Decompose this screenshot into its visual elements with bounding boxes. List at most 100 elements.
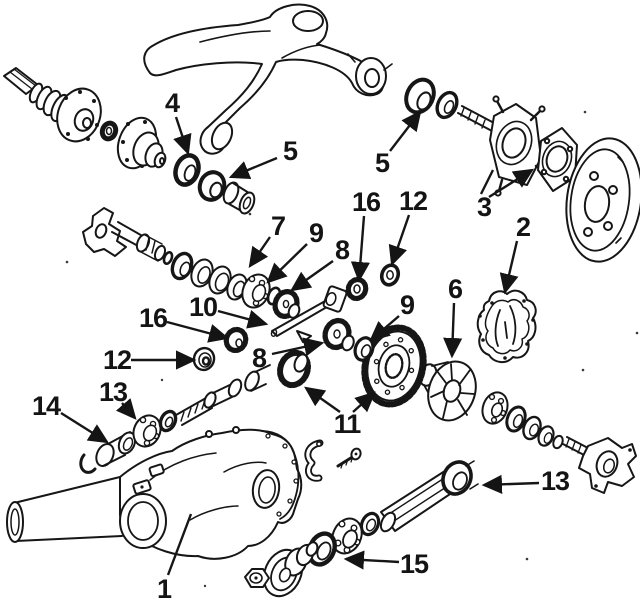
- callout-leader-line: [166, 513, 193, 576]
- callout-16: 16: [350, 187, 382, 283]
- lock-strap-and-bolt: [304, 439, 362, 482]
- callout-12: 12: [388, 186, 428, 267]
- axle-bearing-13: [441, 460, 479, 496]
- callout-number-3: 3: [477, 192, 492, 222]
- callout-number-8: 8: [252, 343, 267, 373]
- callout-number-13: 13: [541, 466, 570, 496]
- trailing-arm: [143, 3, 393, 155]
- side-gear-lower: [322, 317, 355, 352]
- callout-leader-line: [350, 215, 370, 283]
- wheel-bearing: [331, 517, 363, 555]
- arm-socket-opening: [210, 121, 234, 151]
- callout-number-7: 7: [271, 211, 285, 241]
- callout-leader-line: [304, 386, 341, 413]
- callout-leader-line: [352, 391, 376, 413]
- callout-leader-line: [271, 337, 325, 357]
- boot-retainer: [262, 541, 319, 598]
- pinion-gear-head: [277, 349, 311, 389]
- callout-5: 5: [228, 136, 299, 180]
- axle-nut: [244, 568, 270, 588]
- callout-13: 13: [99, 377, 137, 420]
- callout-number-15: 15: [400, 549, 429, 579]
- callout-number-4: 4: [165, 88, 180, 118]
- callout-leader-line: [115, 398, 137, 420]
- snap-ring: [79, 453, 97, 474]
- callout-6: 6: [443, 274, 464, 359]
- collapsible-spacer: [95, 431, 137, 467]
- callout-16: 16: [139, 303, 230, 343]
- callout-5: 5: [375, 110, 422, 178]
- callout-leader-line: [479, 169, 495, 195]
- lock-nut-gear: [345, 276, 369, 302]
- callout-number-9: 9: [400, 290, 415, 320]
- callout-1: 1: [157, 513, 193, 604]
- drive-pinion-shaft: [79, 349, 311, 474]
- output-flange-row: [99, 116, 256, 215]
- callout-leader-line: [499, 240, 519, 295]
- callout-12: 12: [103, 345, 197, 375]
- callout-14: 14: [32, 391, 110, 444]
- callout-leader-line: [166, 320, 230, 343]
- callout-leader-line: [389, 110, 422, 152]
- callout-3: 3: [477, 168, 535, 222]
- callout-8: 8: [290, 235, 351, 292]
- callout-leader-line: [369, 315, 400, 342]
- callout-number-1: 1: [157, 574, 172, 604]
- callout-leader-line: [481, 474, 540, 494]
- callout-number-13: 13: [99, 377, 128, 407]
- callout-9: 9: [369, 290, 416, 342]
- pinion-bearing-13: [132, 414, 162, 448]
- differential-housing: [6, 426, 303, 560]
- callout-number-10: 10: [189, 292, 217, 322]
- callout-2: 2: [499, 212, 531, 295]
- callout-number-12: 12: [103, 345, 131, 375]
- callout-leader-line: [388, 214, 411, 267]
- callout-leader-line: [443, 302, 463, 359]
- callout-leader-line: [290, 260, 334, 292]
- callout-7: 7: [248, 211, 286, 268]
- arm-top-boss: [292, 10, 324, 32]
- callout-number-16: 16: [139, 303, 168, 333]
- callout-number-9: 9: [309, 218, 324, 248]
- brake-drum: [565, 137, 640, 263]
- callout-9: 9: [266, 218, 325, 284]
- callout-leader-line: [217, 309, 269, 329]
- pinion-shaft-block: [322, 285, 348, 313]
- callout-8: 8: [252, 337, 325, 373]
- output-stub-yoke: [562, 436, 637, 494]
- callout-11: 11: [304, 386, 376, 439]
- callout-leader-line: [228, 156, 278, 180]
- callout-number-6: 6: [448, 274, 463, 304]
- axle-shaft-assembly: [244, 460, 479, 598]
- hub-spindle-assembly: [404, 77, 640, 263]
- callout-number-5: 5: [283, 136, 298, 166]
- pinion-bearing-row: [82, 207, 401, 372]
- callout-number-11: 11: [334, 409, 362, 439]
- callout-leader-line: [266, 243, 308, 284]
- callout-number-5: 5: [375, 148, 390, 178]
- rear-cover: [476, 289, 537, 363]
- differential-carrier: [418, 360, 637, 494]
- callout-leader-line: [343, 550, 400, 570]
- callout-15: 15: [343, 549, 430, 579]
- callout-10: 10: [189, 292, 269, 329]
- callout-number-8: 8: [335, 235, 350, 265]
- callout-leader-line: [60, 411, 110, 444]
- cv-axle-shaft-assembly: [3, 67, 102, 143]
- callout-number-16: 16: [352, 187, 381, 217]
- callout-leader-line: [173, 116, 192, 156]
- callout-leader-line: [248, 236, 271, 268]
- carrier-bolt: [336, 447, 362, 469]
- washer-lower: [192, 346, 216, 372]
- callout-4: 4: [165, 88, 192, 156]
- callout-number-2: 2: [516, 212, 530, 242]
- side-bearing-shims: [505, 405, 564, 450]
- side-gear-upper: [272, 288, 301, 320]
- callout-13: 13: [481, 466, 571, 496]
- callout-number-12: 12: [399, 186, 427, 216]
- callout-leader-line: [488, 168, 535, 199]
